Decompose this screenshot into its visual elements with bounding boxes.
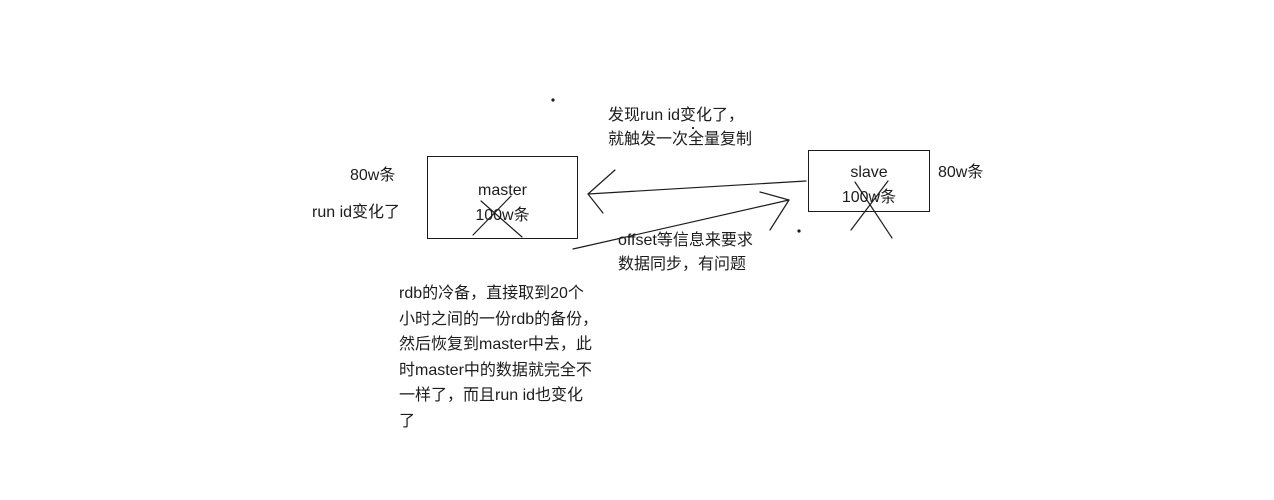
rdb-note: rdb的冷备，直接取到20个 小时之间的一份rdb的备份， 然后恢复到maste… (399, 281, 598, 434)
rdb-note-line: rdb的冷备，直接取到20个 (399, 285, 584, 302)
rdb-note-line: 然后恢复到master中去，此 (399, 336, 592, 353)
slave-node-count: 100w条 (841, 189, 897, 206)
rdb-note-line: 小时之间的一份rdb的备份， (399, 310, 599, 328)
arrow-slave-to-master (587, 169, 807, 214)
full-resync-line1: 发现run id变化了， (608, 107, 745, 124)
slave-node: slave 100w条 (808, 150, 930, 212)
full-resync-line2: 就触发一次全量复制 (608, 131, 753, 148)
offset-sync-line1: offset等信息来要求 (618, 232, 753, 249)
master-node: master 100w条 (427, 156, 578, 239)
offset-sync-line2: 数据同步，有问题 (618, 256, 747, 273)
rdb-note-line: 了 (399, 412, 416, 430)
offset-sync-annotation: offset等信息来要求 数据同步，有问题 (618, 229, 753, 277)
full-resync-annotation: 发现run id变化了， 就触发一次全量复制 (608, 104, 752, 152)
rdb-note-line: 一样了，而且run id也变化 (399, 387, 584, 404)
master-left-runid-label: run id变化了 (312, 204, 401, 221)
master-left-count-label: 80w条 (350, 167, 396, 184)
slave-right-count-label: 80w条 (938, 164, 984, 181)
master-node-label: master (478, 182, 527, 199)
rdb-note-line: 时master中的数据就完全不 (399, 361, 592, 379)
master-node-count: 100w条 (475, 207, 530, 224)
slave-node-label: slave (850, 164, 888, 181)
